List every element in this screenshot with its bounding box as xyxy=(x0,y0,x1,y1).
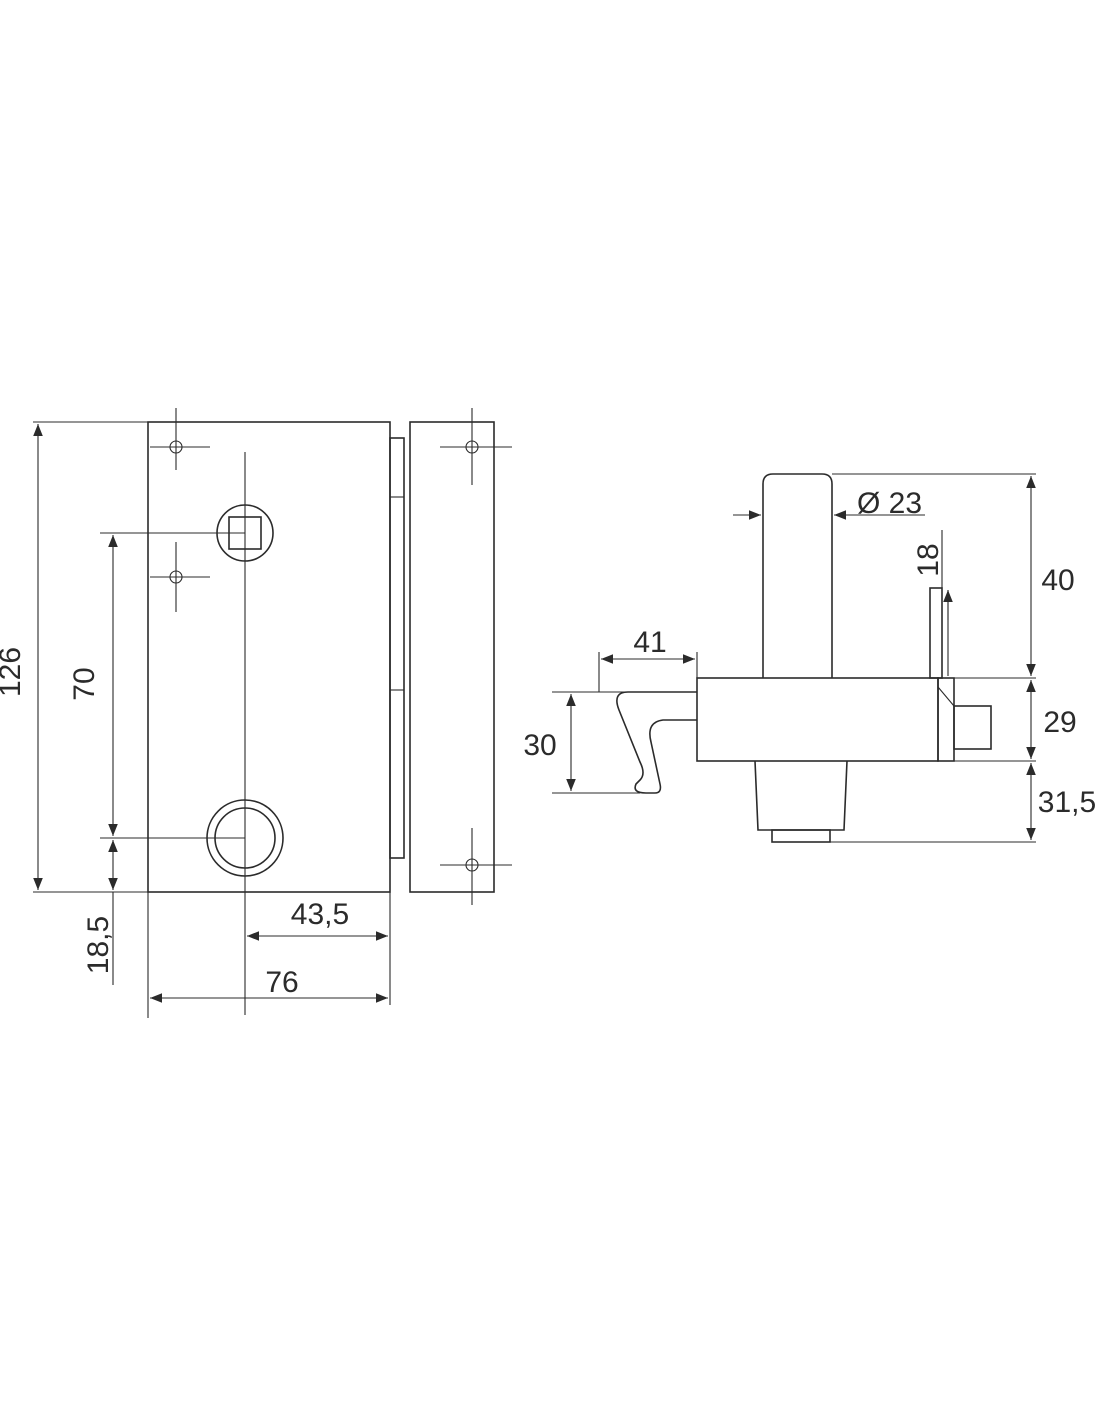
dimension-label-bottom-offset: 18,5 xyxy=(82,916,115,974)
hinge-strip xyxy=(389,437,405,859)
dimension-label-diameter: Ø 23 xyxy=(857,487,922,520)
screw-hole xyxy=(150,408,210,470)
screw-hole xyxy=(440,408,512,485)
lower-cylinder xyxy=(754,760,848,843)
dimension-label-width: 76 xyxy=(265,966,298,999)
hook xyxy=(616,691,697,794)
strike-plate xyxy=(409,421,495,893)
dimension-label-hook-width: 41 xyxy=(633,626,666,659)
tab xyxy=(929,587,943,679)
screw-hole xyxy=(440,828,512,905)
cylinder-body xyxy=(762,473,833,678)
dimension-label-lower: 31,5 xyxy=(1038,786,1096,819)
dimension-label-height: 126 xyxy=(0,647,27,697)
dimension-label-tab: 18 xyxy=(912,543,945,576)
screw-hole xyxy=(150,542,210,612)
dimension-label-cylinder: 40 xyxy=(1041,564,1074,597)
dimension-label-body: 29 xyxy=(1043,706,1076,739)
dimension-label-hook-height: 30 xyxy=(523,729,556,762)
bolt xyxy=(937,677,992,762)
lock-body xyxy=(696,677,939,762)
lock-plate xyxy=(147,421,391,893)
dimension-label-hole-spacing: 70 xyxy=(68,667,101,700)
side-view: Ø 23 18 40 29 31,5 41 30 xyxy=(523,473,1096,843)
front-view: 126 70 18,5 43,5 76 xyxy=(0,408,512,1018)
dimension-label-axis-to-edge: 43,5 xyxy=(291,898,349,931)
